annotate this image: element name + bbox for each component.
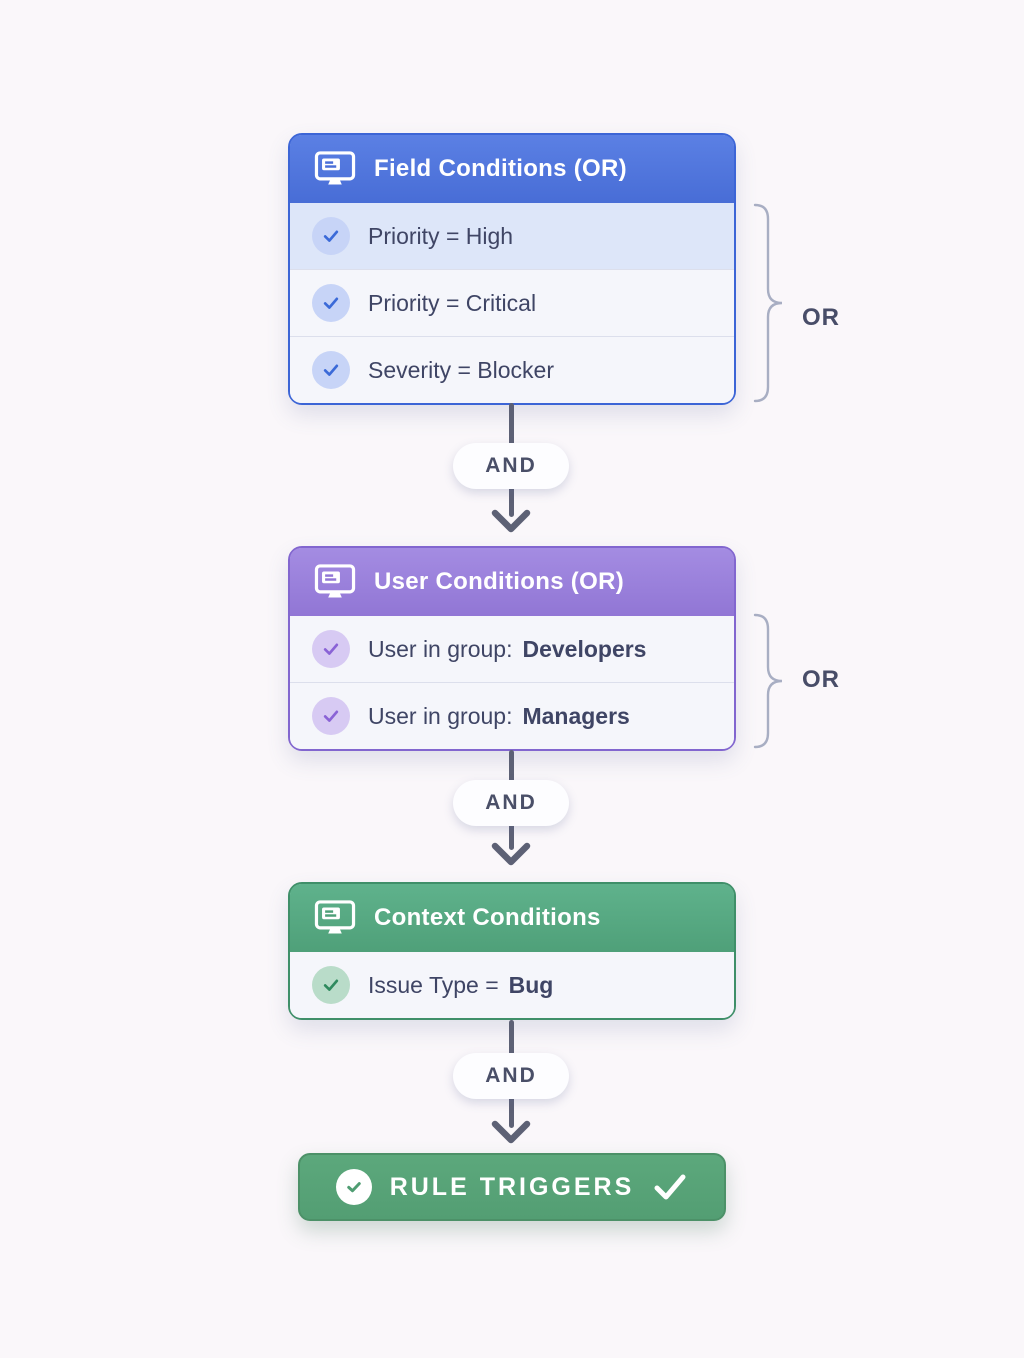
monitor-icon [314,564,356,598]
condition-value: Managers [522,702,630,729]
condition-text: Priority = High [368,222,514,249]
card-title: Field Conditions (OR) [374,155,627,182]
arrow-down-icon [491,1120,531,1144]
or-bracket [753,203,783,403]
arrow-down-icon [491,509,531,533]
condition-text: User in group: [368,702,513,729]
check-circle-icon [312,697,350,735]
or-bracket [753,613,783,749]
check-circle-icon [312,351,350,389]
and-pill: AND [453,780,569,826]
and-pill: AND [453,1053,569,1099]
condition-text: Issue Type = [368,971,499,998]
condition-row: Priority = Critical [290,269,734,336]
condition-row: User in group: Managers [290,682,734,749]
condition-text: Severity = Blocker [368,356,554,383]
check-circle-icon [312,630,350,668]
and-pill: AND [453,443,569,489]
or-label: OR [802,304,840,331]
context-conditions-header: Context Conditions [290,884,734,952]
user-conditions-card: User Conditions (OR) User in group: Deve… [288,546,736,751]
check-circle-icon [312,217,350,255]
card-title: User Conditions (OR) [374,568,624,595]
rule-triggers-badge: RULE TRIGGERS [298,1153,726,1221]
context-conditions-card: Context Conditions Issue Type = Bug [288,882,736,1020]
connector: AND [0,750,1024,868]
field-conditions-header: Field Conditions (OR) [290,135,734,203]
condition-value: Bug [508,971,554,998]
check-circle-icon [335,1169,372,1205]
result-label: RULE TRIGGERS [389,1172,635,1201]
condition-row: Priority = High [290,203,734,269]
check-circle-icon [312,966,350,1004]
condition-value: Developers [522,635,647,662]
monitor-icon [314,151,356,185]
condition-text: User in group: [368,635,513,662]
check-icon [654,1174,686,1200]
condition-row: User in group: Developers [290,616,734,682]
arrow-down-icon [491,842,531,866]
connector: AND [0,1020,1024,1146]
check-circle-icon [312,284,350,322]
connector: AND [0,403,1024,535]
or-label: OR [802,666,840,693]
field-conditions-card: Field Conditions (OR) Priority = High Pr… [288,133,736,405]
condition-row: Severity = Blocker [290,336,734,403]
condition-text: Priority = Critical [368,289,537,316]
card-title: Context Conditions [374,904,601,931]
user-conditions-header: User Conditions (OR) [290,548,734,616]
monitor-icon [314,900,356,934]
condition-row: Issue Type = Bug [290,952,734,1018]
